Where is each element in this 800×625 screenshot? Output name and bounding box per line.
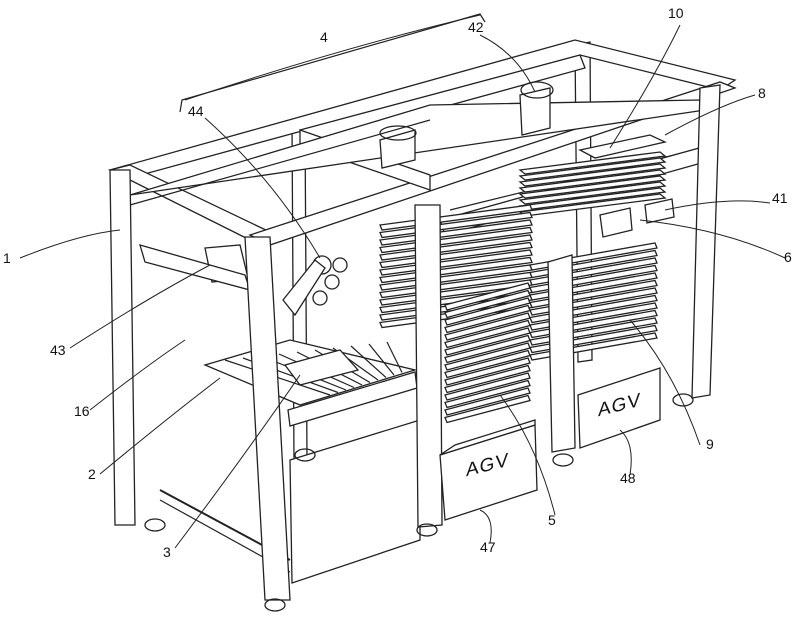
- robot-suction-1: [332, 257, 348, 273]
- pallet-10: [578, 134, 667, 159]
- motor-right: [519, 87, 551, 136]
- label-9: 9: [706, 436, 714, 452]
- agv-47-top: [439, 419, 536, 456]
- foot: [294, 448, 316, 462]
- leader-line: [19, 229, 121, 259]
- leader-line: [499, 394, 556, 516]
- top-tray: [518, 175, 667, 199]
- post-left-back: [109, 169, 136, 526]
- label-6: 6: [784, 249, 792, 265]
- agv-48: [577, 367, 661, 449]
- label-48: 48: [620, 470, 636, 486]
- leader-line: [99, 377, 221, 475]
- tray-stack-5: [444, 379, 531, 409]
- leader-line: [479, 34, 536, 93]
- conveyor-mesh: [350, 345, 387, 378]
- foot: [264, 598, 286, 612]
- foot: [552, 453, 574, 467]
- leader-line: [619, 429, 632, 476]
- label-16: 16: [74, 403, 90, 419]
- foot: [416, 523, 438, 537]
- leader-line: [609, 24, 681, 149]
- sensor-41b: [644, 198, 675, 224]
- conveyor-mesh: [386, 341, 403, 373]
- robot-suction-3: [312, 290, 328, 306]
- leader-line: [479, 509, 492, 544]
- label-41: 41: [772, 190, 788, 206]
- foot: [144, 518, 166, 532]
- post-front-mid: [414, 204, 443, 528]
- label-42: 42: [468, 19, 484, 35]
- post-right: [691, 84, 721, 399]
- bracket-4: [179, 13, 486, 113]
- leader-line: [629, 319, 701, 446]
- top-tray: [518, 181, 667, 205]
- label-4: 4: [320, 29, 328, 45]
- foot: [672, 393, 694, 407]
- label-5: 5: [548, 512, 556, 528]
- label-43: 43: [50, 342, 66, 358]
- top-tray: [518, 169, 667, 193]
- label-2: 2: [88, 466, 96, 482]
- robot-suction-2: [324, 274, 340, 290]
- label-3: 3: [163, 544, 171, 560]
- tray-stack-5: [444, 372, 531, 401]
- top-tray: [518, 151, 667, 175]
- label-47: 47: [480, 539, 496, 555]
- label-1: 1: [3, 250, 11, 266]
- tray-stack-5: [444, 364, 531, 394]
- motor-left-top: [379, 125, 417, 141]
- leader-line: [639, 219, 786, 259]
- leader-line: [204, 117, 321, 259]
- pallet-3: [283, 349, 360, 386]
- post-front-left: [244, 236, 291, 601]
- tray-stack-5: [444, 357, 531, 386]
- robot-arm: [282, 259, 326, 317]
- leader-line: [664, 200, 771, 211]
- tray-stack-5: [444, 394, 531, 424]
- sensor-41a: [599, 207, 633, 238]
- leader-line: [174, 374, 301, 549]
- top-tray: [518, 163, 667, 187]
- label-44: 44: [188, 103, 204, 119]
- motor-right-top: [520, 81, 554, 99]
- lower-box: [289, 419, 421, 584]
- leader-line: [89, 339, 186, 411]
- leader-line: [664, 94, 756, 136]
- post-front-right: [547, 254, 576, 453]
- label-10: 10: [668, 5, 684, 21]
- conveyor-mesh: [368, 343, 395, 376]
- top-tray: [518, 157, 667, 181]
- leader-line: [69, 264, 211, 349]
- label-8: 8: [758, 85, 766, 101]
